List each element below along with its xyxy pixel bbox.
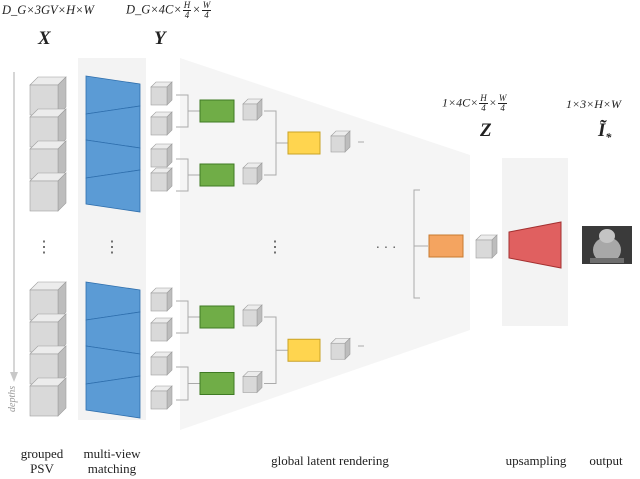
z-latent-cube [475,234,498,259]
global-latent-panel [180,58,470,430]
global-latent-rendering-label: global latent rendering [271,453,389,468]
l1-cube-3 [242,304,263,327]
y-cube-1 [150,81,173,106]
mv-vertical-ellipsis: ⋮ [104,239,120,256]
output-symbol: Ĩ* [598,120,612,144]
orange-block [428,234,464,258]
psv-cube-3 [29,140,67,180]
green-block-1 [199,99,235,123]
z-symbol: Z [480,120,492,141]
output-image [582,226,632,264]
green-block-4 [199,372,235,395]
green-block-2 [199,163,235,187]
x-shape-label: D_G×3GV×H×W [2,3,94,17]
grouped-psv-stack [29,76,67,417]
mv-block-top [85,75,141,213]
y-cube-5 [150,287,173,312]
l2-cube-1 [330,130,351,153]
bracket-l2-1 [264,110,288,176]
x-symbol: X [38,28,51,49]
bracket-l1-4 [176,366,200,401]
psv-cube-1 [29,76,67,116]
l2-cube-2 [330,337,351,360]
y-cube-4 [150,167,173,192]
bracket-l1-1 [176,94,200,128]
y-cube-6 [150,317,173,342]
psv-cube-4 [29,172,67,212]
depth-axis-arrow [10,72,18,382]
tree-horizontal-ellipsis: · · · [376,241,397,256]
yellow-block-1 [287,131,321,155]
y-cube-7 [150,351,173,376]
upsampling-label: upsampling [505,453,567,468]
y-cube-3 [150,143,173,168]
yellow-block-2 [287,338,321,362]
tree-vertical-ellipsis: ⋮ [267,239,283,256]
y-cube-8 [150,385,173,410]
bracket-l2-2 [264,316,288,384]
green-block-3 [199,305,235,329]
output-label: output [589,453,623,468]
l1-cube-2 [242,162,263,185]
y-feature-stack [150,81,173,410]
mv-block-bottom [85,281,141,419]
psv-vertical-ellipsis: ⋮ [36,239,52,256]
bracket-final [358,141,428,347]
y-symbol: Y [154,28,166,49]
bracket-l1-3 [176,300,200,334]
rendering-tree [176,94,464,401]
bracket-l1-2 [176,158,200,192]
output-shape-label: 1×3×H×W [566,97,621,111]
z-cube [475,234,498,259]
psv-cube-8 [29,377,67,417]
upsampling-decoder [508,221,562,269]
depth-axis-label: depths [7,386,18,412]
multi-view-matching-blocks [85,75,141,419]
l1-cube-4 [242,370,263,394]
y-cube-2 [150,111,173,136]
l1-cube-1 [242,98,263,121]
